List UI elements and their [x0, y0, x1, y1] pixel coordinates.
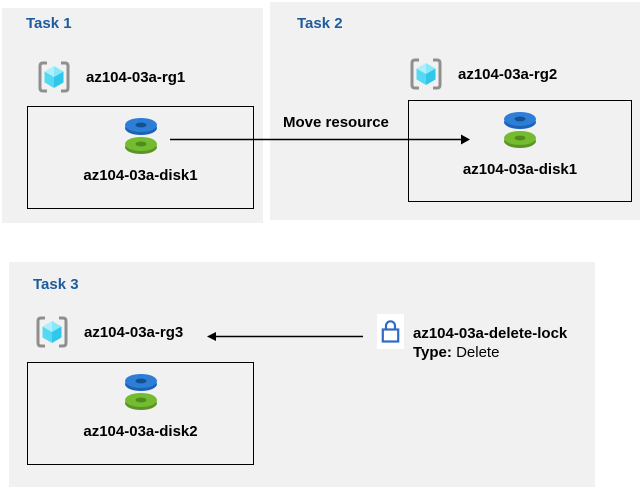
move-resource-arrow: [170, 134, 470, 145]
resource-group-icon: [410, 58, 442, 90]
resource-group-icon: [36, 316, 68, 348]
disk-label: az104-03a-disk1: [462, 161, 578, 178]
delete-lock-type-label: Type:: [413, 344, 452, 361]
task3-panel: [9, 262, 595, 487]
disk-label: az104-03a-disk2: [83, 423, 198, 440]
resource-group-label: az104-03a-rg3: [84, 323, 184, 341]
task1-title: Task 1: [26, 15, 72, 32]
resource-group-label: az104-03a-rg2: [458, 65, 558, 83]
delete-lock-badge: [377, 314, 404, 349]
task1-panel: [2, 8, 263, 223]
move-resource-label: Move resource: [283, 114, 389, 131]
task3-title: Task 3: [33, 276, 79, 293]
disk-icon: [124, 374, 157, 410]
delete-lock-type: Type: Delete: [413, 343, 567, 362]
task2-resource-box: az104-03a-disk1: [408, 100, 632, 202]
task2-panel: [270, 2, 640, 220]
delete-lock-info: az104-03a-delete-lock Type: Delete: [413, 324, 567, 362]
delete-lock-name: az104-03a-delete-lock: [413, 325, 568, 342]
delete-lock-type-value: Delete: [456, 344, 500, 361]
disk-label: az104-03a-disk1: [83, 167, 198, 184]
disk-icon: [124, 118, 157, 154]
task2-title: Task 2: [297, 15, 343, 32]
task1-resource-box: az104-03a-disk1: [27, 106, 254, 209]
task3-resource-box: az104-03a-disk2: [27, 362, 254, 465]
task1-resource-group: az104-03a-rg1: [36, 59, 185, 95]
resource-group-icon: [38, 61, 70, 93]
delete-lock-arrow: [207, 332, 363, 341]
disk-icon: [504, 112, 536, 148]
resource-group-label: az104-03a-rg1: [86, 68, 186, 86]
lock-icon: [381, 320, 400, 343]
task3-resource-group: az104-03a-rg3: [34, 314, 183, 350]
task2-resource-group: az104-03a-rg2: [408, 56, 557, 92]
